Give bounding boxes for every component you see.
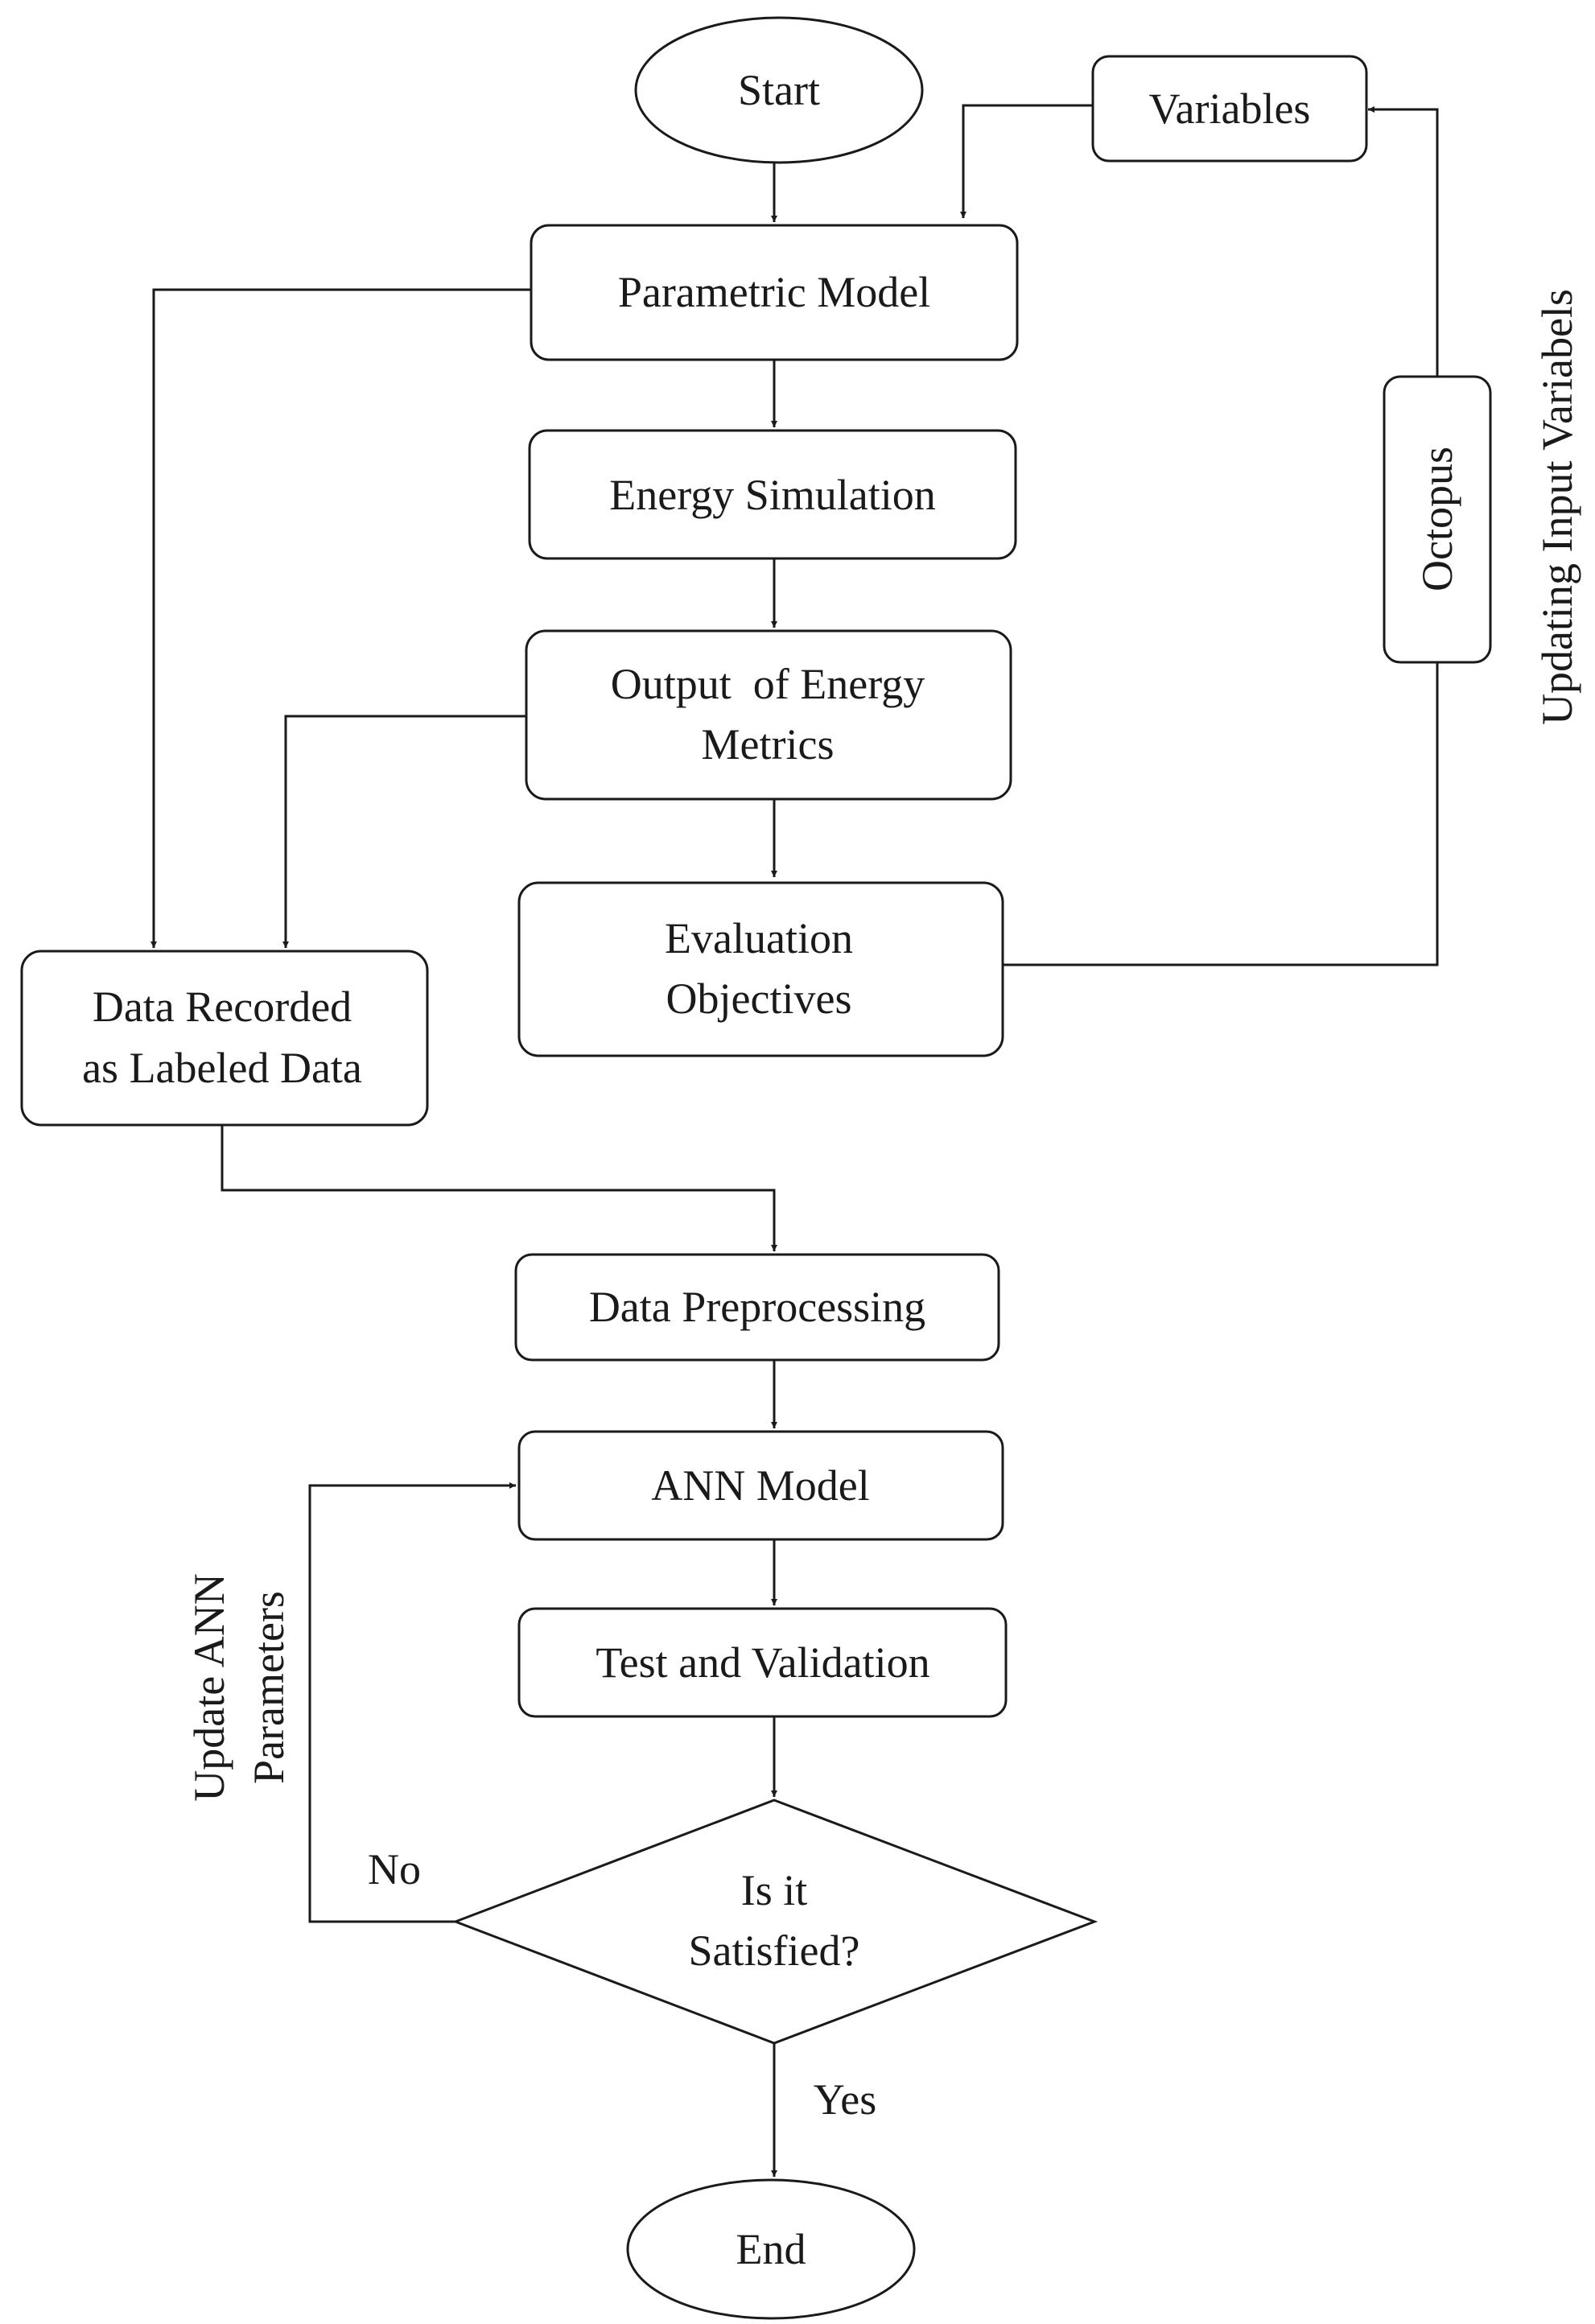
edge-decision-no-to-ann-model — [308, 1482, 516, 1923]
updating-input-variables-label: Updating Input Variabels — [1533, 289, 1581, 725]
node-octopus: Octopus — [1383, 375, 1492, 664]
decision-label-line1: Is it — [741, 1866, 808, 1914]
edge-octopus-to-variables — [1368, 106, 1439, 377]
node-output-energy-metrics: Output of Energy Metrics — [525, 629, 1012, 801]
node-data-preprocessing: Data Preprocessing — [514, 1253, 1000, 1362]
variables-label: Variables — [1149, 84, 1311, 133]
output-energy-metrics-label-line2: Metrics — [702, 720, 835, 768]
update-ann-parameters-label-line2: Parameters — [245, 1591, 293, 1784]
decision-diamond — [451, 1799, 1098, 2045]
node-test-validation: Test and Validation — [517, 1607, 1008, 1718]
node-decision: Is it Satisfied? — [451, 1799, 1098, 2045]
octopus-box — [1383, 375, 1492, 664]
test-validation-box — [517, 1607, 1008, 1718]
energy-simulation-label: Energy Simulation — [609, 471, 935, 519]
connectors — [150, 104, 1439, 2177]
test-validation-label: Test and Validation — [596, 1638, 929, 1687]
node-end: End — [626, 2178, 916, 2320]
ann-model-label: ANN Model — [651, 1461, 869, 1510]
evaluation-objectives-label-line2: Objectives — [666, 975, 852, 1023]
yes-label: Yes — [814, 2075, 877, 2124]
edge-output-metrics-to-data-recorded — [282, 715, 526, 948]
data-recorded-box — [20, 950, 429, 1127]
data-preprocessing-label: Data Preprocessing — [589, 1283, 925, 1331]
data-recorded-label-line2: as Labeled Data — [82, 1044, 362, 1092]
edge-parametric-model-to-data-recorded — [150, 288, 531, 948]
evaluation-objectives-label-line1: Evaluation — [665, 914, 853, 962]
start-label: Start — [738, 66, 820, 114]
evaluation-objectives-box — [517, 881, 1004, 1057]
end-ellipse — [626, 2178, 916, 2320]
decision-label-line2: Satisfied? — [689, 1926, 860, 1975]
update-ann-parameters-label-line1: Update ANN — [185, 1573, 233, 1801]
node-ann-model: ANN Model — [517, 1430, 1004, 1541]
edge-data-recorded-to-preprocessing — [220, 1125, 777, 1251]
start-ellipse — [634, 16, 924, 164]
edge-evaluation-to-octopus — [1003, 662, 1439, 966]
end-label: End — [736, 2225, 806, 2273]
output-energy-metrics-label-line1: Output of Energy — [611, 660, 925, 708]
node-variables: Variables — [1091, 55, 1368, 163]
node-start: Start — [634, 16, 924, 164]
ann-model-box — [517, 1430, 1004, 1541]
node-evaluation-objectives: Evaluation Objectives — [517, 881, 1004, 1057]
variables-box — [1091, 55, 1368, 163]
node-parametric-model: Parametric Model — [530, 224, 1019, 361]
data-recorded-label-line1: Data Recorded — [93, 983, 352, 1031]
edge-labels: Updating Input Variabels Update ANN Para… — [185, 289, 1581, 2124]
energy-simulation-box — [528, 429, 1017, 560]
node-energy-simulation: Energy Simulation — [528, 429, 1017, 560]
node-data-recorded: Data Recorded as Labeled Data — [20, 950, 429, 1127]
no-label: No — [368, 1845, 421, 1893]
parametric-model-label: Parametric Model — [618, 268, 930, 316]
edge-variables-to-parametric-model — [960, 104, 1093, 218]
parametric-model-box — [530, 224, 1019, 361]
data-preprocessing-box — [514, 1253, 1000, 1362]
output-energy-metrics-box — [525, 629, 1012, 801]
octopus-label: Octopus — [1413, 447, 1461, 591]
